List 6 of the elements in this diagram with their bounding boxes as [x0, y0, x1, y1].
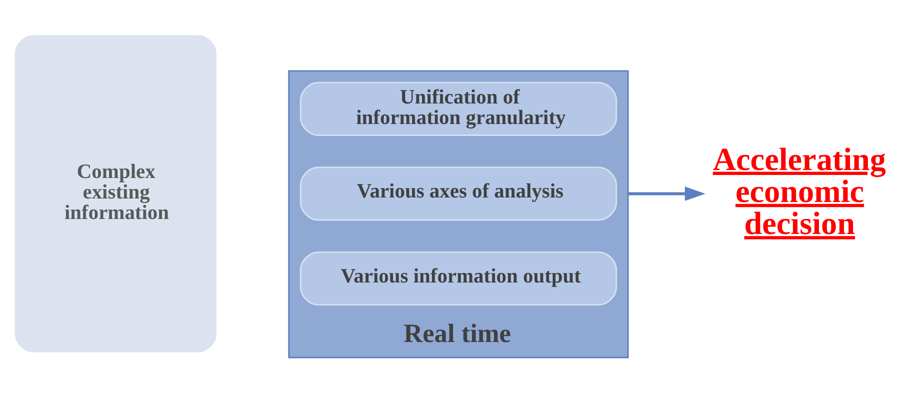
node-box: Unification of information granularity	[299, 81, 617, 136]
node-box: Various information output	[299, 250, 617, 306]
arrow	[628, 186, 705, 200]
node-text: Accelerating economic decision	[712, 140, 886, 241]
node-box: Various axes of analysis	[299, 166, 617, 220]
node-box: Complex existing information	[14, 34, 216, 352]
